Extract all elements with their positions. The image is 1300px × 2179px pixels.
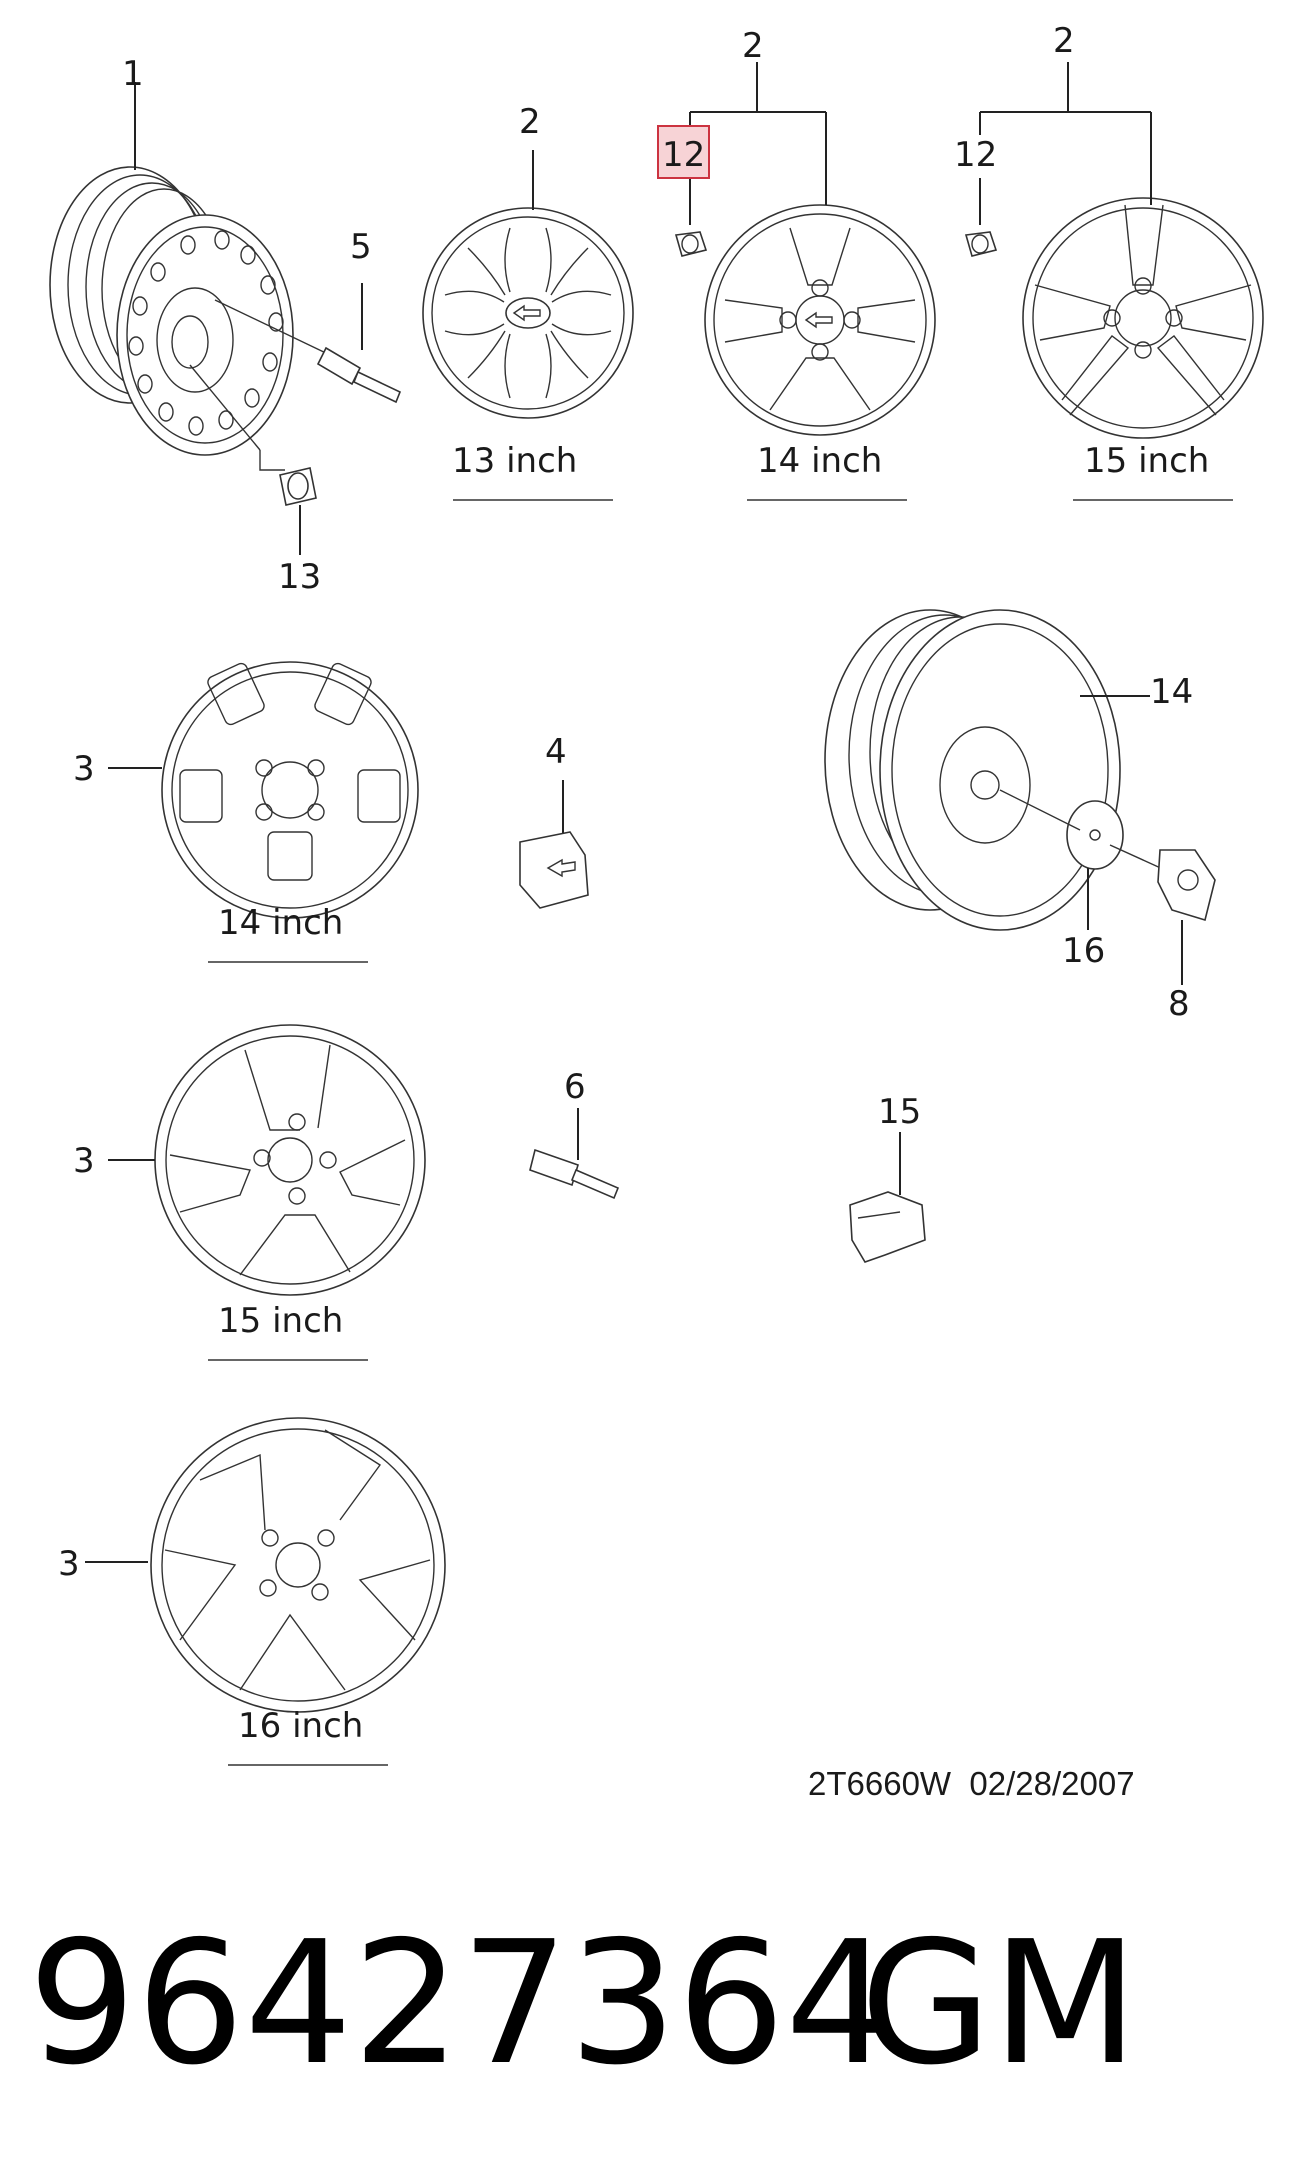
center-cap-4	[519, 780, 589, 909]
callout-16: 16	[1062, 931, 1105, 971]
wheel-cover-13	[422, 150, 634, 419]
drawing-code-date: 2T6660W 02/28/2007	[808, 1765, 1135, 1802]
size-label-alloy-15-top: 15 inch	[1084, 441, 1209, 481]
size-label-alloy-15-middle: 15 inch	[218, 1301, 343, 1341]
callout-2-cover-13: 2	[519, 102, 541, 142]
callout-13: 13	[278, 557, 321, 597]
callout-2-alloy-15: 2	[1053, 21, 1075, 61]
callout-3-alloy-15: 3	[73, 1141, 95, 1181]
spare-tire-14	[824, 609, 1150, 931]
callout-4: 4	[545, 732, 567, 772]
callout-numbers: 1 2 2 2 12 12 5 13 3 4 14 16 8 3 6 15 3	[58, 21, 1193, 1584]
hold-down-bolt-8	[1109, 844, 1216, 985]
wheel-vent-holes	[128, 230, 284, 436]
callout-3-alloy-14: 3	[73, 749, 95, 789]
part-number: 96427364	[28, 1905, 893, 2103]
alloy-wheel-16	[85, 1417, 446, 1713]
size-labels: 13 inch 14 inch 15 inch 14 inch 15 inch …	[208, 441, 1233, 1766]
alloy-wheel-15-middle	[108, 1024, 426, 1296]
callout-2-brackets	[689, 62, 1151, 225]
steel-wheel	[49, 82, 294, 456]
callout-12: 12	[954, 135, 997, 175]
size-label-alloy-14: 14 inch	[218, 903, 343, 943]
brand-name: GM	[860, 1905, 1138, 2103]
alloy-wheel-15-top	[1022, 112, 1264, 439]
highlighted-callout-box	[657, 125, 710, 179]
nut-12-b	[964, 231, 998, 257]
callout-1: 1	[122, 54, 144, 94]
wheel-nut-13	[189, 364, 317, 555]
callout-5: 5	[350, 227, 372, 267]
nut-12-a	[674, 231, 708, 257]
callout-12-highlighted: 12	[662, 135, 705, 175]
valve-stem-5	[214, 283, 402, 404]
size-label-cover-13: 13 inch	[452, 441, 577, 481]
cover-13-slots	[444, 227, 612, 399]
callout-2-cover-14: 2	[742, 26, 764, 66]
callout-6: 6	[564, 1067, 586, 1107]
size-label-cover-14: 14 inch	[757, 441, 882, 481]
wheel-cover-14	[704, 112, 936, 436]
callout-3-alloy-16: 3	[58, 1544, 80, 1584]
callout-14: 14	[1150, 672, 1193, 712]
callout-15: 15	[878, 1092, 921, 1132]
valve-stem-6	[529, 1108, 620, 1200]
size-label-alloy-16: 16 inch	[238, 1706, 363, 1746]
wheel-cover-16	[999, 789, 1124, 930]
alloy-wheel-14	[108, 661, 419, 919]
callout-8: 8	[1168, 984, 1190, 1024]
part-15-bracket	[849, 1132, 926, 1263]
